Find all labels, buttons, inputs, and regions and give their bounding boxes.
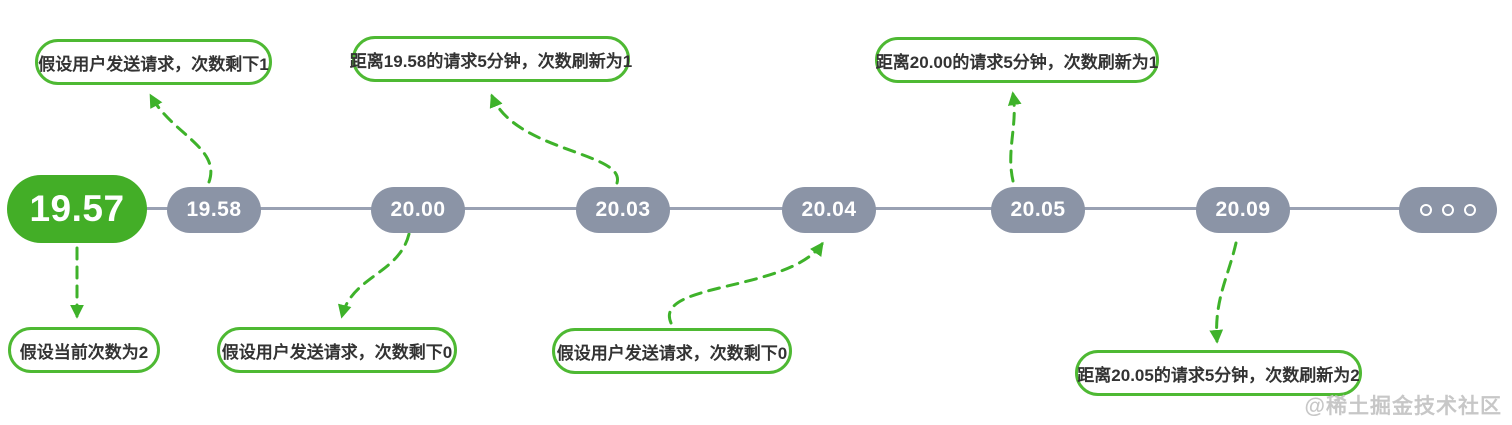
arrow-node-2003-to-callout-top-2: [489, 93, 619, 185]
timeline-node-2009: 20.09: [1196, 187, 1290, 233]
arrow-node-2005-to-callout-top-3: [1007, 91, 1022, 183]
callout-refresh-at-2009: 距离20.05的请求5分钟，次数刷新为2: [1075, 350, 1362, 396]
timeline-line: [77, 207, 1449, 210]
callout-request-at-1958: 假设用户发送请求，次数剩下1: [35, 39, 272, 85]
timeline-node-2005: 20.05: [991, 187, 1085, 233]
arrow-callout-bottom-6-to-node-2004: [667, 241, 824, 325]
callout-refresh-at-2005: 距离20.00的请求5分钟，次数刷新为1: [875, 37, 1159, 83]
timeline-node-2000: 20.00: [371, 187, 465, 233]
callout-refresh-at-2003: 距离19.58的请求5分钟，次数刷新为1: [350, 36, 632, 82]
arrow-node-2000-to-callout-bottom-5: [337, 232, 411, 319]
callout-request-at-2004: 假设用户发送请求，次数剩下0: [552, 328, 792, 374]
callout-initial-count: 假设当前次数为2: [8, 327, 160, 373]
timeline-node-ellipsis: [1399, 187, 1497, 233]
ellipsis-dot: [1420, 204, 1432, 216]
ellipsis-dot: [1464, 204, 1476, 216]
juejin-watermark: @稀土掘金技术社区: [1304, 395, 1502, 418]
timeline-node-2004: 20.04: [782, 187, 876, 233]
callout-request-at-2000: 假设用户发送请求，次数剩下0: [217, 327, 457, 373]
timeline-node-1958: 19.58: [167, 187, 261, 233]
timeline-node-1957-current: 19.57: [7, 175, 147, 243]
ellipsis-dot: [1442, 204, 1454, 216]
arrow-node-2009-to-callout-bottom-7: [1209, 241, 1238, 344]
timeline-node-2003: 20.03: [576, 187, 670, 233]
arrow-node-1958-to-callout-top-1: [149, 93, 213, 184]
